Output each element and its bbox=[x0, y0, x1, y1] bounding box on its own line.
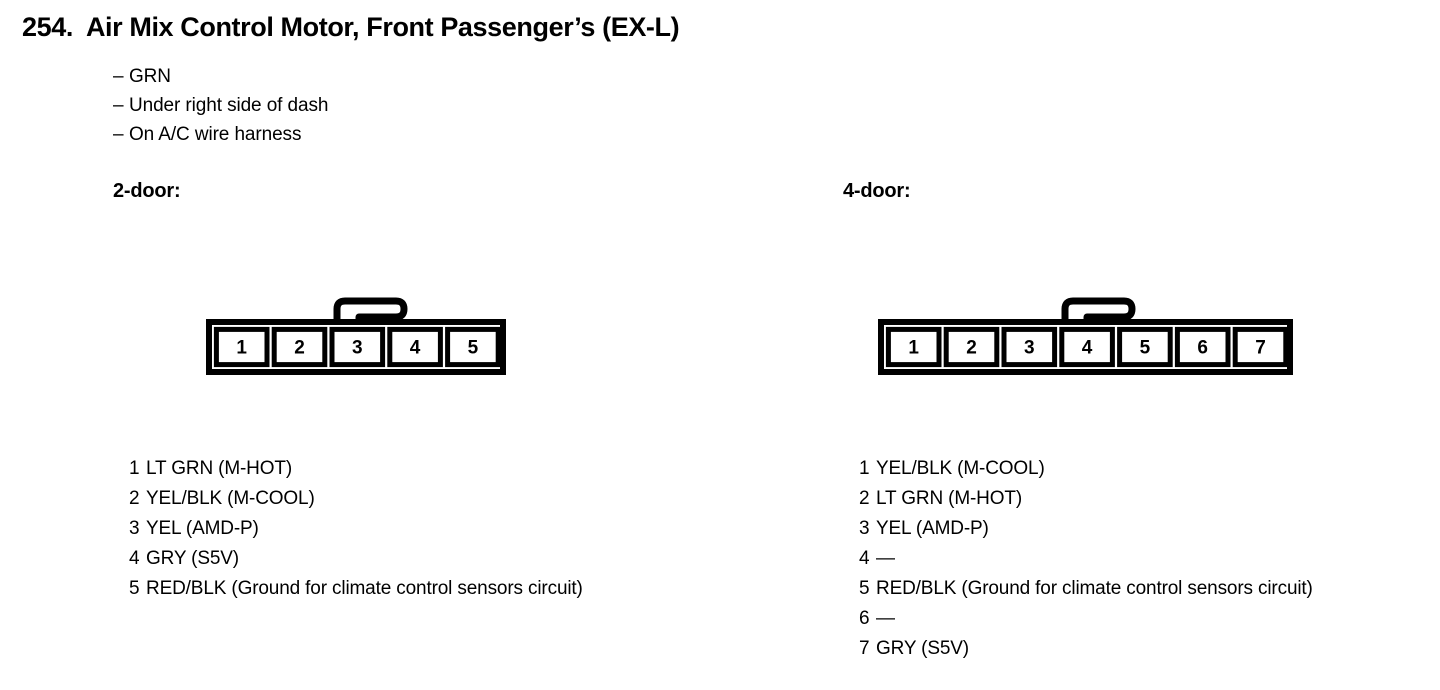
connector-latch-icon bbox=[333, 297, 408, 324]
bullet-item: – On A/C wire harness bbox=[113, 120, 328, 149]
connector-pin-label: 6 bbox=[1197, 338, 1208, 359]
connector-pin-cell bbox=[329, 326, 386, 368]
pin-number: 3 bbox=[129, 518, 140, 539]
bullet-item: – GRN bbox=[113, 62, 328, 91]
pin-list-item: 5 RED/BLK (Ground for climate control se… bbox=[859, 574, 1313, 604]
variant-title-two-door: 2-door: bbox=[113, 180, 181, 202]
connector-pin-cell bbox=[943, 326, 1000, 368]
pin-description: — bbox=[876, 548, 895, 569]
connector-pin-label: 3 bbox=[1024, 338, 1035, 359]
connector-pin-cell bbox=[1232, 326, 1289, 368]
pin-list-item: 1 LT GRN (M-HOT) bbox=[129, 454, 583, 484]
bullet-label: On A/C wire harness bbox=[129, 124, 302, 145]
connector-pin-cell bbox=[445, 326, 501, 368]
pin-list-two-door: 1 LT GRN (M-HOT) 2 YEL/BLK (M-COOL) 3 YE… bbox=[129, 454, 583, 604]
connector-pin-label: 1 bbox=[908, 338, 919, 359]
pin-number: 2 bbox=[859, 488, 870, 509]
pin-number: 7 bbox=[859, 638, 870, 659]
connector-pin-cell bbox=[387, 326, 443, 368]
pin-list-item: 6 — bbox=[859, 604, 1313, 634]
bullet-dash-icon: – bbox=[113, 66, 124, 87]
pin-list-item: 1 YEL/BLK (M-COOL) bbox=[859, 454, 1313, 484]
connector-pin-label: 2 bbox=[294, 338, 305, 359]
pin-description: YEL (AMD-P) bbox=[876, 518, 989, 539]
pin-number: 3 bbox=[859, 518, 870, 539]
page-heading: 254. Air Mix Control Motor, Front Passen… bbox=[22, 12, 680, 43]
pin-list-item: 3 YEL (AMD-P) bbox=[859, 514, 1313, 544]
bullet-label: GRN bbox=[129, 66, 171, 87]
connector-pin-cell bbox=[271, 326, 328, 368]
connector-pin-label: 3 bbox=[352, 338, 363, 359]
connector-pin-label: 1 bbox=[236, 338, 247, 359]
bullet-dash-icon: – bbox=[113, 124, 124, 145]
description-bullet-list: – GRN – Under right side of dash – On A/… bbox=[113, 62, 328, 149]
pin-description: GRY (S5V) bbox=[146, 548, 239, 569]
pin-number: 2 bbox=[129, 488, 140, 509]
connector-pin-cell bbox=[213, 326, 270, 368]
connector-pin-label: 4 bbox=[1082, 338, 1093, 359]
bullet-label: Under right side of dash bbox=[129, 95, 329, 116]
variant-panel-four-door: 4-door: 1 2 3 4 5 bbox=[720, 0, 1440, 690]
pin-list-item: 7 GRY (S5V) bbox=[859, 634, 1313, 664]
connector-pin-label: 4 bbox=[410, 338, 421, 359]
pin-number: 6 bbox=[859, 608, 870, 629]
pin-number: 4 bbox=[129, 548, 140, 569]
pin-number: 4 bbox=[859, 548, 870, 569]
bullet-dash-icon: – bbox=[113, 95, 124, 116]
variant-panel-two-door: 2-door: 1 2 3 4 5 bbox=[113, 180, 583, 604]
connector-pin-label: 2 bbox=[966, 338, 977, 359]
pin-description: LT GRN (M-HOT) bbox=[876, 488, 1023, 509]
pin-list-item: 3 YEL (AMD-P) bbox=[129, 514, 583, 544]
pin-description: GRY (S5V) bbox=[876, 638, 969, 659]
bullet-item: – Under right side of dash bbox=[113, 91, 328, 120]
connector-pin-cell bbox=[1059, 326, 1115, 368]
connector-svg-two-door: 1 2 3 4 5 bbox=[206, 297, 506, 375]
connector-diagram-two-door: 1 2 3 4 5 bbox=[206, 275, 506, 375]
pin-description: YEL/BLK (M-COOL) bbox=[146, 488, 315, 509]
pin-list-item: 2 YEL/BLK (M-COOL) bbox=[129, 484, 583, 514]
connector-latch-icon bbox=[1061, 297, 1136, 324]
connector-pin-cell bbox=[1174, 326, 1231, 368]
connector-pin-label: 7 bbox=[1255, 338, 1266, 359]
pin-description: YEL (AMD-P) bbox=[146, 518, 259, 539]
connector-diagram-four-door: 1 2 3 4 5 6 7 bbox=[878, 275, 1293, 375]
connector-pin-cells bbox=[885, 326, 1289, 368]
connector-pin-cell bbox=[1117, 326, 1173, 368]
section-number: 254. bbox=[22, 12, 73, 42]
pin-list-item: 5 RED/BLK (Ground for climate control se… bbox=[129, 574, 583, 604]
pin-list-item: 2 LT GRN (M-HOT) bbox=[859, 484, 1313, 514]
pin-number: 5 bbox=[859, 578, 870, 599]
pin-list-four-door: 1 YEL/BLK (M-COOL) 2 LT GRN (M-HOT) 3 YE… bbox=[859, 454, 1313, 664]
connector-pin-cell bbox=[885, 326, 942, 368]
pin-list-item: 4 GRY (S5V) bbox=[129, 544, 583, 574]
page-title: Air Mix Control Motor, Front Passenger’s… bbox=[85, 12, 680, 42]
connector-pin-label: 5 bbox=[468, 338, 479, 359]
pin-number: 1 bbox=[859, 458, 870, 479]
connector-svg-four-door: 1 2 3 4 5 6 7 bbox=[878, 297, 1293, 375]
pin-description: LT GRN (M-HOT) bbox=[146, 458, 293, 479]
pin-list-item: 4 — bbox=[859, 544, 1313, 574]
connector-pin-labels: 1 2 3 4 5 6 7 bbox=[908, 338, 1265, 359]
connector-pin-cells bbox=[213, 326, 501, 368]
pin-number: 1 bbox=[129, 458, 140, 479]
pin-description: — bbox=[876, 608, 895, 629]
pin-number: 5 bbox=[129, 578, 140, 599]
pin-description: RED/BLK (Ground for climate control sens… bbox=[146, 578, 583, 599]
pin-description: YEL/BLK (M-COOL) bbox=[876, 458, 1045, 479]
pin-description: RED/BLK (Ground for climate control sens… bbox=[876, 578, 1313, 599]
variant-title-four-door: 4-door: bbox=[843, 180, 911, 202]
connector-pin-label: 5 bbox=[1140, 338, 1151, 359]
connector-pin-cell bbox=[1001, 326, 1058, 368]
connector-pin-labels: 1 2 3 4 5 bbox=[236, 338, 478, 359]
